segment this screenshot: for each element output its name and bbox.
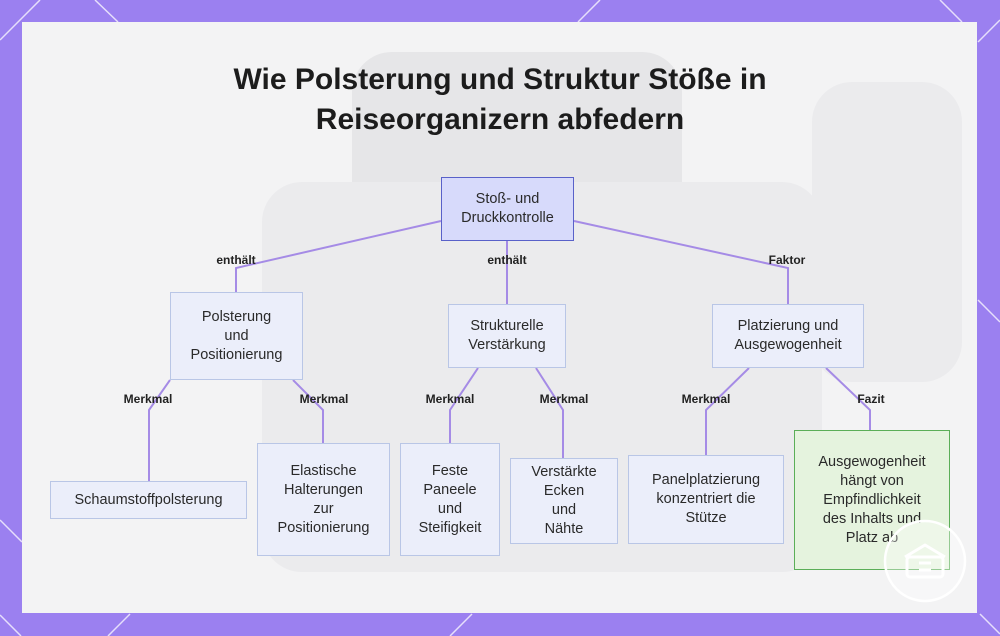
node-text-line: Nähte — [531, 520, 596, 539]
node-text-line: Verstärkte — [531, 463, 596, 482]
node-text-line: hängt von — [818, 472, 925, 491]
node-text-line: und — [191, 327, 283, 346]
node-text-line: Paneele — [419, 481, 482, 500]
node-text-line: Feste — [419, 462, 482, 481]
edge-root-platzierung — [574, 221, 788, 304]
node-text-line: und — [419, 500, 482, 519]
edge-label-enthaelt: enthält — [216, 253, 255, 267]
luggage-logo-icon — [883, 519, 967, 603]
node-text-line: Ausgewogenheit — [818, 453, 925, 472]
node-schaumstoffpolsterung: Schaumstoffpolsterung — [50, 481, 247, 519]
node-elastische-halterungen: Elastische Halterungen zur Positionierun… — [257, 443, 390, 556]
node-text-line: Empfindlichkeit — [818, 491, 925, 510]
node-text-line: Steifigkeit — [419, 519, 482, 538]
node-text-line: Panelplatzierung — [652, 471, 760, 490]
node-platzierung-ausgewogenheit: Platzierung und Ausgewogenheit — [712, 304, 864, 368]
node-polsterung-positionierung: Polsterung und Positionierung — [170, 292, 303, 380]
node-text-line: Elastische — [278, 462, 370, 481]
node-text-line: Verstärkung — [468, 336, 545, 355]
node-text-line: Positionierung — [278, 519, 370, 538]
edge-strukturelle-ecken — [536, 368, 563, 458]
node-panelplatzierung: Panelplatzierung konzentriert die Stütze — [628, 455, 784, 544]
edge-label-merkmal: Merkmal — [682, 392, 731, 406]
edge-root-polsterung — [236, 221, 441, 292]
node-text-line: Ecken — [531, 482, 596, 501]
node-text-line: Stütze — [652, 509, 760, 528]
node-text-line: Ausgewogenheit — [734, 336, 841, 355]
edge-label-merkmal: Merkmal — [426, 392, 475, 406]
node-text-line: Druckkontrolle — [461, 209, 554, 228]
node-feste-paneele: Feste Paneele und Steifigkeit — [400, 443, 500, 556]
node-text-line: zur — [278, 500, 370, 519]
edge-polsterung-halterungen — [293, 380, 323, 443]
edge-platzierung-panel — [706, 368, 749, 455]
node-text-line: und — [531, 501, 596, 520]
node-text-line: Halterungen — [278, 481, 370, 500]
node-text-line: Strukturelle — [468, 317, 545, 336]
node-text-line: Platzierung und — [734, 317, 841, 336]
edge-label-merkmal: Merkmal — [124, 392, 173, 406]
node-text-line: Schaumstoffpolsterung — [74, 491, 222, 510]
edge-label-fazit: Fazit — [857, 392, 884, 406]
node-text-line: konzentriert die — [652, 490, 760, 509]
edge-label-merkmal: Merkmal — [540, 392, 589, 406]
node-text-line: Stoß- und — [461, 190, 554, 209]
node-verstaerkte-ecken: Verstärkte Ecken und Nähte — [510, 458, 618, 544]
node-strukturelle-verstaerkung: Strukturelle Verstärkung — [448, 304, 566, 368]
node-text-line: Positionierung — [191, 346, 283, 365]
node-text-line: Polsterung — [191, 308, 283, 327]
edge-label-merkmal: Merkmal — [300, 392, 349, 406]
edge-label-enthaelt: enthält — [487, 253, 526, 267]
node-stoss-druckkontrolle: Stoß- und Druckkontrolle — [441, 177, 574, 241]
edge-label-faktor: Faktor — [769, 253, 806, 267]
